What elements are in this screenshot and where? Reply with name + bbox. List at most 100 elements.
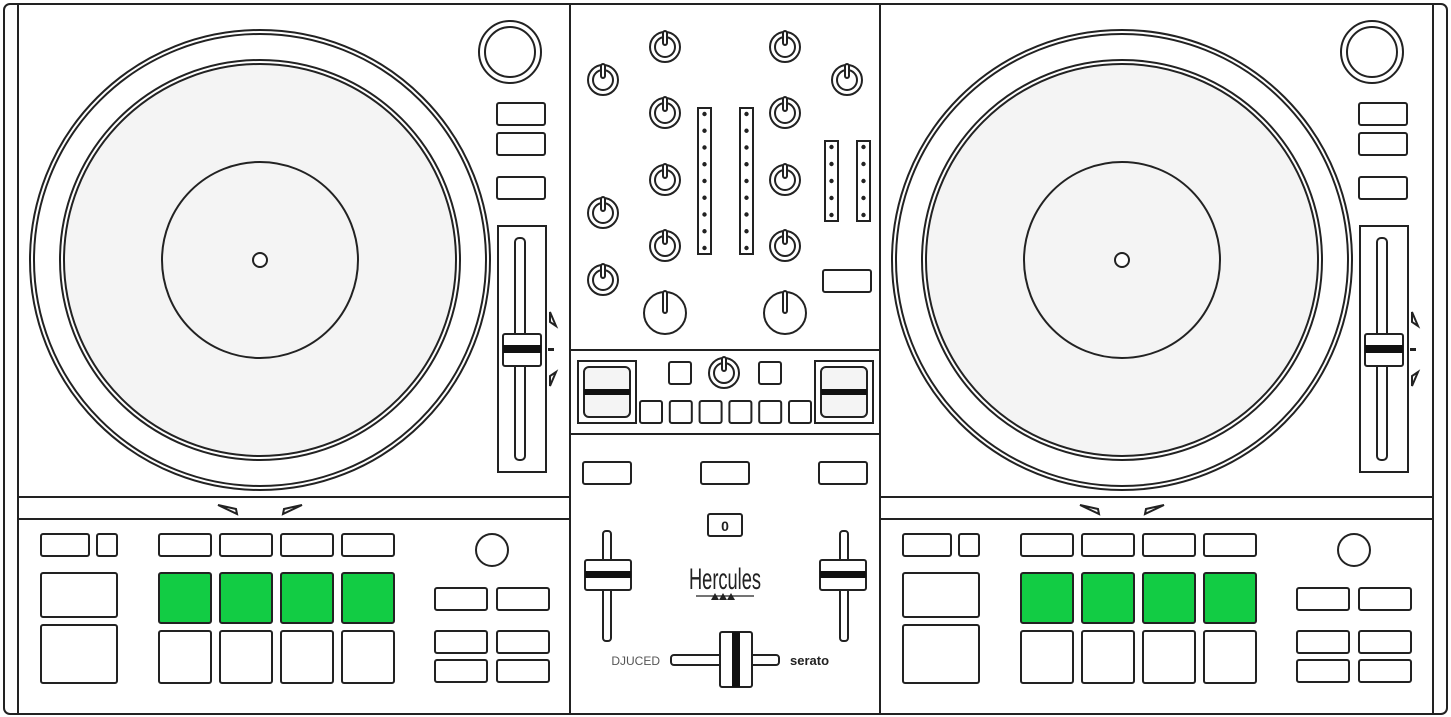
pitch-fader[interactable] xyxy=(1359,225,1409,473)
loop-button-2[interactable] xyxy=(496,587,550,611)
sync-button-1[interactable] xyxy=(1296,630,1350,654)
jog-spindle xyxy=(252,252,268,268)
fx-select-button[interactable] xyxy=(639,400,663,424)
gain-knob-left[interactable] xyxy=(587,63,619,96)
filter-knob-left[interactable] xyxy=(643,290,687,335)
volume-fader-left[interactable] xyxy=(584,530,632,642)
pad-active[interactable] xyxy=(1142,572,1196,624)
fx-fader-left[interactable] xyxy=(577,360,637,424)
cue-button[interactable] xyxy=(902,572,980,618)
volume-fader-right[interactable] xyxy=(819,530,867,642)
pad-active[interactable] xyxy=(341,572,395,624)
deck-button-3[interactable] xyxy=(1358,176,1408,200)
fx-select-button[interactable] xyxy=(758,400,783,424)
pad-mode-button[interactable] xyxy=(1081,533,1135,557)
fx-select-button[interactable] xyxy=(668,400,693,424)
fx-select-button[interactable] xyxy=(698,400,723,424)
filter-knob-right-top[interactable] xyxy=(769,30,801,63)
sync-button-1[interactable] xyxy=(434,630,488,654)
pad[interactable] xyxy=(158,630,212,684)
jog-outer-ring-inner xyxy=(895,33,1349,487)
shift-button[interactable] xyxy=(40,533,90,557)
eq-low-knob-left[interactable] xyxy=(649,229,681,262)
filter-knob-left-top[interactable] xyxy=(649,30,681,63)
pad-mode-button[interactable] xyxy=(158,533,212,557)
eq-low-knob-right[interactable] xyxy=(769,229,801,262)
knob-indicator xyxy=(662,96,668,112)
sync-button-3[interactable] xyxy=(434,659,488,683)
eq-mid-knob-left[interactable] xyxy=(649,163,681,196)
load-button-left[interactable] xyxy=(582,461,632,485)
loop-button-1[interactable] xyxy=(434,587,488,611)
sync-button-4[interactable] xyxy=(496,659,550,683)
sync-button-2[interactable] xyxy=(1358,630,1412,654)
load-button-right[interactable] xyxy=(818,461,868,485)
pad-mode-button[interactable] xyxy=(219,533,273,557)
play-button[interactable] xyxy=(40,624,118,684)
pad-mode-button[interactable] xyxy=(1020,533,1074,557)
vu-led xyxy=(702,111,707,117)
filter-knob-right[interactable] xyxy=(763,290,807,335)
play-button[interactable] xyxy=(902,624,980,684)
deck-button-2[interactable] xyxy=(496,132,546,156)
vu-led xyxy=(861,212,866,218)
assistant-button[interactable] xyxy=(822,269,872,293)
deck-button-1[interactable] xyxy=(496,102,546,126)
crossfader[interactable] xyxy=(670,631,780,688)
vu-led xyxy=(702,245,707,251)
mode-small-button[interactable] xyxy=(96,533,118,557)
headphone-mix-knob[interactable] xyxy=(587,196,619,229)
pad-active[interactable] xyxy=(280,572,334,624)
master-volume-knob[interactable] xyxy=(831,63,863,96)
pad[interactable] xyxy=(219,630,273,684)
browse-button[interactable] xyxy=(700,461,750,485)
pad[interactable] xyxy=(280,630,334,684)
cue-button[interactable] xyxy=(40,572,118,618)
loop-encoder[interactable] xyxy=(1337,533,1371,567)
pad-mode-button[interactable] xyxy=(1203,533,1257,557)
sync-button-2[interactable] xyxy=(496,630,550,654)
jog-wheel[interactable] xyxy=(29,29,491,491)
pad-mode-button[interactable] xyxy=(280,533,334,557)
fx-button-right[interactable] xyxy=(758,361,782,385)
pad-active[interactable] xyxy=(1203,572,1257,624)
fx-select-button[interactable] xyxy=(728,400,753,424)
pad[interactable] xyxy=(1020,630,1074,684)
pad-active[interactable] xyxy=(219,572,273,624)
sync-button-4[interactable] xyxy=(1358,659,1412,683)
sync-button-3[interactable] xyxy=(1296,659,1350,683)
display-box xyxy=(707,513,743,537)
pad-mode-button[interactable] xyxy=(1142,533,1196,557)
loop-button-1[interactable] xyxy=(1296,587,1350,611)
loop-encoder[interactable] xyxy=(475,533,509,567)
pad-active[interactable] xyxy=(158,572,212,624)
vinyl-mode-button[interactable] xyxy=(478,20,542,84)
fx-fader-right[interactable] xyxy=(814,360,874,424)
pitch-fader[interactable] xyxy=(497,225,547,473)
fx-knob[interactable] xyxy=(708,356,740,389)
jog-wheel[interactable] xyxy=(891,29,1353,491)
shift-button[interactable] xyxy=(902,533,952,557)
eq-high-knob-left[interactable] xyxy=(649,96,681,129)
knob-indicator xyxy=(782,229,788,245)
knob-indicator xyxy=(662,290,668,314)
deck-button-3[interactable] xyxy=(496,176,546,200)
eq-high-knob-right[interactable] xyxy=(769,96,801,129)
headphone-volume-knob[interactable] xyxy=(587,263,619,296)
pad[interactable] xyxy=(1081,630,1135,684)
pad[interactable] xyxy=(1142,630,1196,684)
pad[interactable] xyxy=(341,630,395,684)
pad-active[interactable] xyxy=(1020,572,1074,624)
vinyl-mode-button[interactable] xyxy=(1340,20,1404,84)
mode-small-button[interactable] xyxy=(958,533,980,557)
deck-button-2[interactable] xyxy=(1358,132,1408,156)
button-outer-ring xyxy=(478,20,542,84)
eq-mid-knob-right[interactable] xyxy=(769,163,801,196)
pad-active[interactable] xyxy=(1081,572,1135,624)
loop-button-2[interactable] xyxy=(1358,587,1412,611)
pad-mode-button[interactable] xyxy=(341,533,395,557)
fx-button-left[interactable] xyxy=(668,361,692,385)
deck-button-1[interactable] xyxy=(1358,102,1408,126)
fx-select-button[interactable] xyxy=(788,400,812,424)
pad[interactable] xyxy=(1203,630,1257,684)
